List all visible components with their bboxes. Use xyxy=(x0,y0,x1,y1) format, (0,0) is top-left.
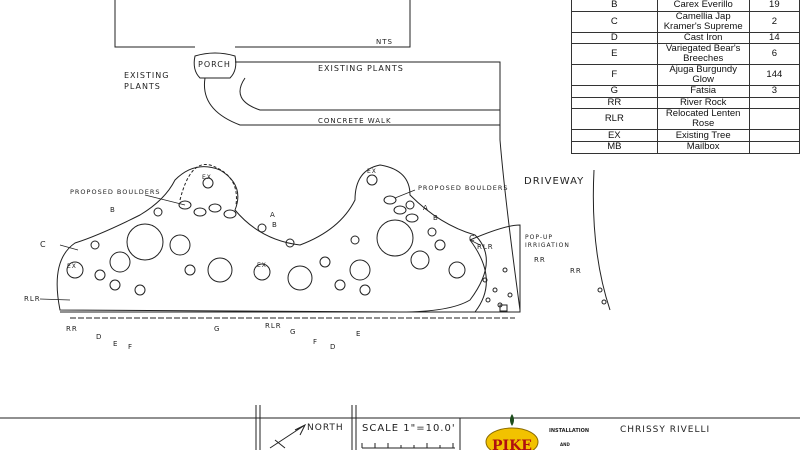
rr-label-left: RR xyxy=(66,325,78,333)
legend-code: MB xyxy=(571,140,658,154)
proposed-boulders-right-label: PROPOSED BOULDERS xyxy=(418,184,509,192)
house-outline xyxy=(114,0,411,48)
existing-tree-bed-left xyxy=(179,163,237,206)
legend-quantity xyxy=(748,129,800,142)
legend-quantity: 3 xyxy=(748,85,800,98)
legend-plant-name: Cast Iron xyxy=(656,31,750,45)
mailbox-icon xyxy=(499,304,508,312)
river-rock xyxy=(482,267,607,308)
ex-label-2: EX xyxy=(367,168,377,175)
legend-quantity xyxy=(748,96,800,110)
legend-plant-name: Ajuga Burgundy Glow xyxy=(656,64,750,87)
legend-code: RLR xyxy=(571,108,658,131)
legend-quantity xyxy=(748,140,800,154)
f-label-2: F xyxy=(313,338,319,346)
c-label-2: C xyxy=(469,234,476,243)
north-arrow-icon xyxy=(269,423,307,449)
title-block-lines xyxy=(0,405,800,450)
legend-code: D xyxy=(571,31,658,45)
scale-label: SCALE 1"=10.0' xyxy=(362,423,456,434)
installation-label: INSTALLATION xyxy=(549,428,590,434)
g-label-1: G xyxy=(214,325,221,333)
a-label-1: A xyxy=(270,211,276,219)
existing-plants-right-label: EXISTING PLANTS xyxy=(318,64,404,73)
b-label-2: B xyxy=(272,221,278,229)
walk-line xyxy=(203,77,500,126)
legend-quantity: 19 xyxy=(748,0,800,12)
driveway-line xyxy=(499,139,521,311)
north-label: NORTH xyxy=(307,423,344,433)
ex-label-1: EX xyxy=(202,174,212,181)
f-label-1: F xyxy=(128,343,134,351)
rr-label: RR xyxy=(534,256,546,264)
legend-quantity: 6 xyxy=(748,43,800,66)
c-label-1: C xyxy=(40,240,47,249)
legend-plant-name: Fatsia xyxy=(656,85,750,98)
rlr-label-left: RLR xyxy=(24,295,41,303)
client-name: CHRISSY RIVELLI xyxy=(620,425,711,435)
legend-plant-name: Mailbox xyxy=(656,140,750,154)
legend-quantity xyxy=(748,108,800,131)
legend-plant-name: Camellia Jap Kramer's Supreme xyxy=(656,10,750,33)
ex-label-4: EX xyxy=(257,262,267,269)
e-label-1: E xyxy=(113,340,119,348)
legend-code: G xyxy=(571,85,658,98)
popup-irrigation-label: POP-UP IRRIGATION xyxy=(525,234,570,249)
legend-plant-name: Variegated Bear's Breeches xyxy=(656,43,750,66)
legend-code: RR xyxy=(571,96,658,110)
rlr-label-right: RLR xyxy=(477,243,494,251)
porch-label: PORCH xyxy=(198,60,231,69)
legend-plant-name: Relocated Lenten Rose xyxy=(656,108,750,131)
existing-plants-left-label: EXISTING PLANTS xyxy=(124,71,170,91)
legend-code: C xyxy=(571,10,658,33)
driveway-edge xyxy=(592,169,611,311)
e-label-2: E xyxy=(356,330,362,338)
rlr-label-center: RLR xyxy=(265,322,282,330)
d-label-1: D xyxy=(96,333,103,341)
legend-plant-name: Existing Tree xyxy=(656,129,750,142)
legend-quantity: 14 xyxy=(748,31,800,45)
legend-code: F xyxy=(571,64,658,87)
proposed-boulders-left-label: PROPOSED BOULDERS xyxy=(70,188,161,196)
ex-label-3: EX xyxy=(67,263,77,270)
plant-symbols xyxy=(66,174,466,296)
nts-label: NTS xyxy=(376,38,393,46)
d-label-2: D xyxy=(330,343,337,351)
logo-text: PIKE xyxy=(492,438,532,450)
legend-plant-name: River Rock xyxy=(656,96,750,110)
scale-bar xyxy=(361,443,455,449)
pike-logo xyxy=(485,427,539,450)
g-label-2: G xyxy=(290,328,297,336)
legend-code: E xyxy=(571,43,658,66)
driveway-label: DRIVEWAY xyxy=(524,176,585,187)
boulders xyxy=(178,195,419,223)
legend-code: B xyxy=(571,0,658,12)
a-label-2: A xyxy=(423,204,429,212)
and-label: AND xyxy=(560,442,570,447)
b-label-1: B xyxy=(110,206,116,214)
b-label-3: B xyxy=(433,214,439,222)
concrete-walk-label: CONCRETE WALK xyxy=(318,117,392,125)
porch xyxy=(193,52,237,79)
planting-bed xyxy=(56,164,487,313)
legend-quantity: 144 xyxy=(748,64,800,87)
legend-code: EX xyxy=(571,129,658,142)
rr-label-right: RR xyxy=(570,267,582,275)
legend-plant-name: Carex Everillo xyxy=(656,0,750,12)
legend-quantity: 2 xyxy=(748,10,800,33)
existing-plants-line xyxy=(235,61,501,140)
